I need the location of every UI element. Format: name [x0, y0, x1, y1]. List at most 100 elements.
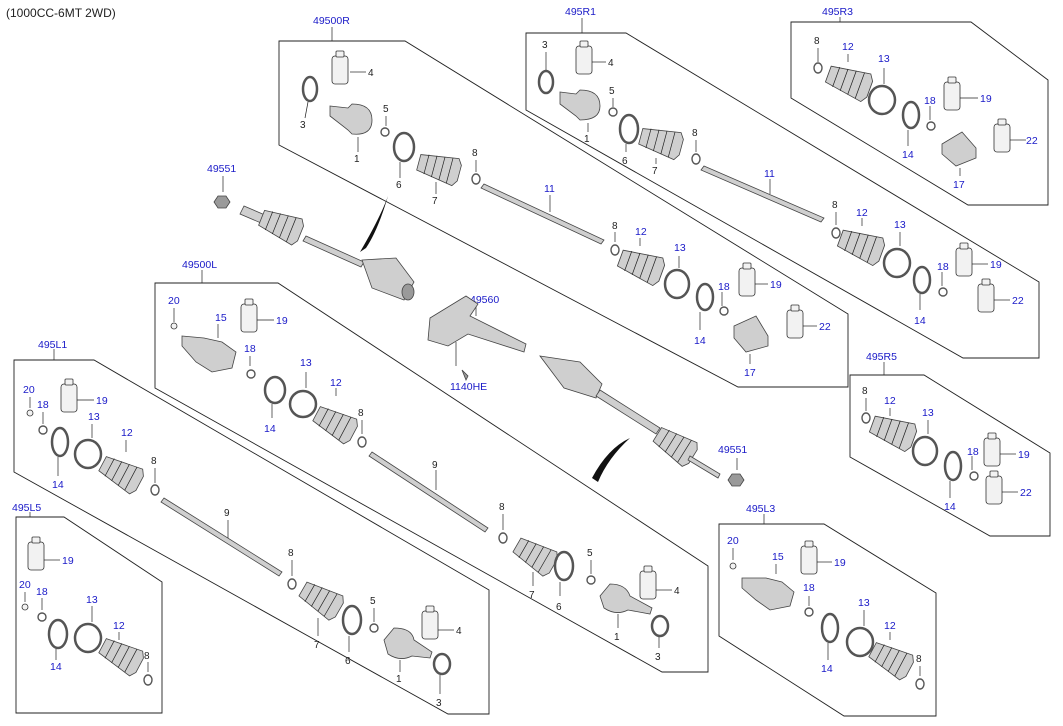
group-495L3: 495L3 20 15 19 18 14 13 12 8 — [718, 503, 937, 717]
svg-text:12: 12 — [884, 395, 896, 407]
svg-text:8: 8 — [499, 502, 505, 513]
group-495R5: 495R5 8 12 13 14 18 19 22 — [849, 351, 1051, 537]
ref-495L3[interactable]: 495L3 — [746, 503, 775, 515]
svg-text:14: 14 — [902, 149, 914, 161]
svg-text:11: 11 — [764, 168, 775, 180]
svg-text:12: 12 — [121, 427, 133, 439]
svg-text:12: 12 — [330, 377, 342, 389]
svg-text:14: 14 — [914, 315, 926, 327]
svg-text:8: 8 — [358, 408, 364, 419]
assembly-center-bearing: 49560 1140HE — [427, 294, 527, 393]
svg-text:11: 11 — [544, 183, 555, 195]
assembly-right-shaft: 49551 — [207, 163, 415, 301]
group-495R3: 495R3 8 12 13 14 18 19 17 22 — [790, 6, 1049, 206]
svg-text:8: 8 — [862, 386, 868, 397]
svg-text:6: 6 — [556, 602, 562, 613]
svg-text:3: 3 — [300, 120, 306, 131]
svg-text:1: 1 — [396, 674, 402, 685]
svg-text:6: 6 — [396, 180, 402, 191]
svg-text:8: 8 — [692, 128, 698, 139]
svg-text:18: 18 — [937, 261, 949, 273]
svg-text:22: 22 — [819, 321, 831, 333]
svg-text:7: 7 — [652, 166, 658, 177]
group-49500L: 49500L 20 15 19 18 14 13 12 8 — [154, 259, 709, 673]
svg-text:9: 9 — [224, 508, 230, 519]
svg-text:19: 19 — [770, 279, 782, 291]
svg-text:4: 4 — [608, 58, 614, 69]
svg-text:4: 4 — [368, 68, 374, 79]
svg-text:19: 19 — [276, 315, 288, 327]
svg-text:5: 5 — [383, 104, 389, 115]
svg-text:5: 5 — [587, 548, 593, 559]
svg-text:19: 19 — [96, 395, 108, 407]
svg-text:7: 7 — [529, 590, 535, 601]
svg-text:8: 8 — [151, 456, 157, 467]
group-495L1: 495L1 20 18 19 14 13 12 8 9 — [13, 339, 490, 715]
svg-text:8: 8 — [916, 654, 922, 665]
assembly-left-shaft: 49551 — [539, 355, 747, 487]
svg-text:8: 8 — [832, 200, 838, 211]
svg-text:7: 7 — [314, 640, 320, 651]
svg-text:18: 18 — [718, 281, 730, 293]
svg-text:13: 13 — [858, 597, 870, 609]
svg-text:22: 22 — [1026, 135, 1038, 147]
svg-text:12: 12 — [856, 207, 868, 219]
group-495L5: 495L5 19 20 18 14 13 12 8 — [12, 502, 163, 714]
ref-495L5[interactable]: 495L5 — [12, 502, 41, 514]
ref-495L1[interactable]: 495L1 — [38, 339, 67, 351]
ref-495R3[interactable]: 495R3 — [822, 6, 853, 18]
svg-text:6: 6 — [622, 156, 628, 167]
svg-text:4: 4 — [674, 586, 680, 597]
ref-49551-b[interactable]: 49551 — [718, 444, 747, 456]
svg-text:19: 19 — [990, 259, 1002, 271]
svg-text:14: 14 — [50, 661, 62, 673]
svg-text:18: 18 — [967, 446, 979, 458]
grease-tube — [331, 50, 349, 85]
svg-text:3: 3 — [655, 652, 661, 663]
svg-text:12: 12 — [842, 41, 854, 53]
svg-text:5: 5 — [609, 86, 615, 97]
ref-1140HE[interactable]: 1140HE — [450, 381, 487, 393]
boot-band-ring — [301, 75, 319, 103]
ref-495R5[interactable]: 495R5 — [866, 351, 897, 363]
svg-text:20: 20 — [19, 579, 31, 591]
svg-text:15: 15 — [215, 312, 227, 324]
ref-49551-a[interactable]: 49551 — [207, 163, 236, 175]
svg-text:18: 18 — [924, 95, 936, 107]
svg-text:13: 13 — [674, 242, 686, 254]
frame-495L5 — [15, 516, 163, 714]
page-title: (1000CC-6MT 2WD) — [6, 6, 116, 20]
svg-text:6: 6 — [345, 656, 351, 667]
svg-text:12: 12 — [113, 620, 125, 632]
svg-text:19: 19 — [62, 555, 74, 567]
svg-text:1: 1 — [584, 134, 590, 145]
frame-495R5 — [849, 374, 1051, 537]
svg-text:19: 19 — [834, 557, 846, 569]
svg-text:8: 8 — [612, 221, 618, 232]
frame-495L3 — [718, 523, 937, 717]
svg-text:8: 8 — [472, 148, 478, 159]
svg-text:17: 17 — [744, 367, 756, 379]
ref-49500R[interactable]: 49500R — [313, 15, 350, 27]
inner-housing — [733, 315, 769, 353]
ref-495R1[interactable]: 495R1 — [565, 6, 596, 18]
frame-49500L — [154, 282, 709, 673]
svg-text:22: 22 — [1012, 295, 1024, 307]
svg-text:22: 22 — [1020, 487, 1032, 499]
svg-text:12: 12 — [635, 226, 647, 238]
svg-text:3: 3 — [436, 698, 442, 709]
svg-text:14: 14 — [264, 423, 276, 435]
svg-text:12: 12 — [884, 620, 896, 632]
frame-495L1 — [13, 359, 490, 715]
svg-text:14: 14 — [944, 501, 956, 513]
svg-text:13: 13 — [300, 357, 312, 369]
svg-text:8: 8 — [288, 548, 294, 559]
svg-text:18: 18 — [37, 399, 49, 411]
ref-49500L[interactable]: 49500L — [182, 259, 217, 271]
frame-495R3 — [790, 21, 1049, 206]
svg-text:4: 4 — [456, 626, 462, 637]
svg-text:14: 14 — [694, 335, 706, 347]
ref-49560[interactable]: 49560 — [470, 294, 499, 306]
svg-text:8: 8 — [814, 36, 820, 47]
